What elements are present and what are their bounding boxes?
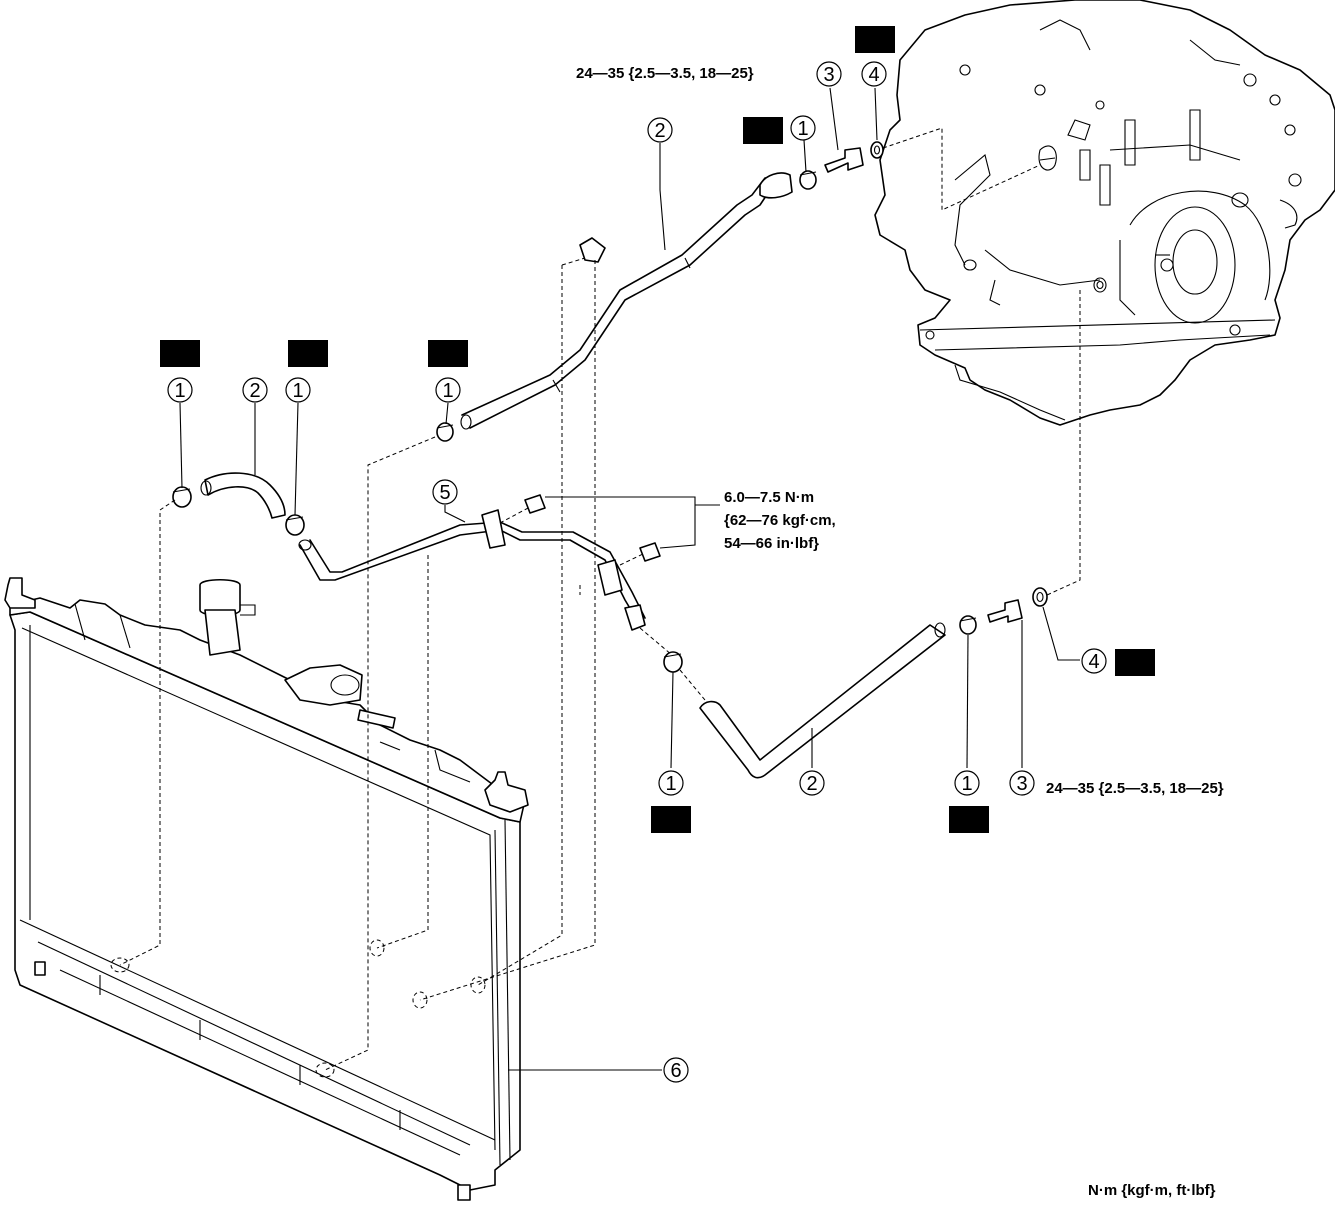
svg-text:4: 4 [868, 64, 879, 86]
callout-2-top: 2 [647, 117, 673, 143]
callout-4-bottom: 4 [1081, 648, 1107, 674]
callout-1-left-b: 1 [285, 377, 311, 403]
svg-text:5: 5 [439, 482, 450, 504]
leader-lines [179, 87, 1080, 1071]
marker-box-top [855, 26, 895, 53]
clamp-upper-right [799, 170, 817, 190]
radiator [4, 577, 529, 1201]
clamp-left-2 [285, 514, 305, 536]
callout-3-top: 3 [816, 61, 842, 87]
marker-boxes [160, 26, 1155, 833]
union-bolts [824, 141, 1048, 623]
svg-text:6: 6 [670, 1060, 681, 1082]
svg-text:1: 1 [797, 118, 808, 140]
callout-3-bottom: 3 [1009, 770, 1035, 796]
upper-cooler-hose [460, 172, 793, 430]
torque-labels: 24—35 {2.5—3.5, 18—25} 6.0—7.5 N·m {62—7… [576, 65, 1224, 1199]
svg-text:3: 3 [1016, 773, 1027, 795]
marker-box-left-2 [288, 340, 328, 367]
torque-bolt-bottom: 24—35 {2.5—3.5, 18—25} [1046, 780, 1224, 797]
callout-6: 6 [663, 1057, 689, 1083]
clip-top [579, 237, 606, 263]
transaxle-assembly [874, 0, 1335, 426]
callout-1-top: 1 [790, 115, 816, 141]
clamp-lower-right [959, 615, 977, 635]
svg-text:3: 3 [823, 64, 834, 86]
callout-1-left-a: 1 [167, 377, 193, 403]
callout-4-top: 4 [861, 61, 887, 87]
callout-1-bottom-a: 1 [658, 770, 684, 796]
oil-pipe [298, 509, 646, 631]
lower-cooler-hose [699, 622, 946, 779]
svg-text:1: 1 [292, 380, 303, 402]
callout-1-left-c: 1 [435, 377, 461, 403]
bracket-bolts [524, 494, 661, 562]
marker-box-left-3 [428, 340, 468, 367]
clamp-upper-left [436, 422, 454, 442]
marker-box-clamp-top [743, 117, 783, 144]
callouts: 3 4 2 1 1 2 1 1 5 4 1 2 1 3 6 [167, 61, 1107, 1083]
svg-text:2: 2 [249, 380, 260, 402]
marker-box-washer-bottom [1115, 649, 1155, 676]
marker-box-left-1 [160, 340, 200, 367]
svg-text:1: 1 [174, 380, 185, 402]
torque-bolt-top: 24—35 {2.5—3.5, 18—25} [576, 65, 754, 82]
svg-text:4: 4 [1088, 651, 1099, 673]
svg-text:1: 1 [442, 380, 453, 402]
callout-5: 5 [432, 479, 458, 505]
svg-text:1: 1 [665, 773, 676, 795]
torque-bracket-2: {62—76 kgf·cm, [724, 512, 836, 529]
torque-bracket-3: 54—66 in·lbf} [724, 535, 819, 552]
marker-box-clamp-right [949, 806, 989, 833]
svg-text:2: 2 [806, 773, 817, 795]
clamp-lower-mid [663, 651, 683, 673]
torque-bracket-1: 6.0—7.5 N·m [724, 489, 814, 506]
callout-2-left: 2 [242, 377, 268, 403]
svg-text:2: 2 [654, 120, 665, 142]
clamp-left-1 [172, 486, 192, 508]
short-hose [200, 472, 286, 519]
svg-text:1: 1 [961, 773, 972, 795]
alignment-lines [119, 127, 1081, 1071]
units-note: N·m {kgf·m, ft·lbf} [1088, 1182, 1216, 1199]
callout-2-bottom: 2 [799, 770, 825, 796]
marker-box-clamp-mid [651, 806, 691, 833]
callout-1-bottom-b: 1 [954, 770, 980, 796]
hose-clamps [172, 170, 977, 673]
